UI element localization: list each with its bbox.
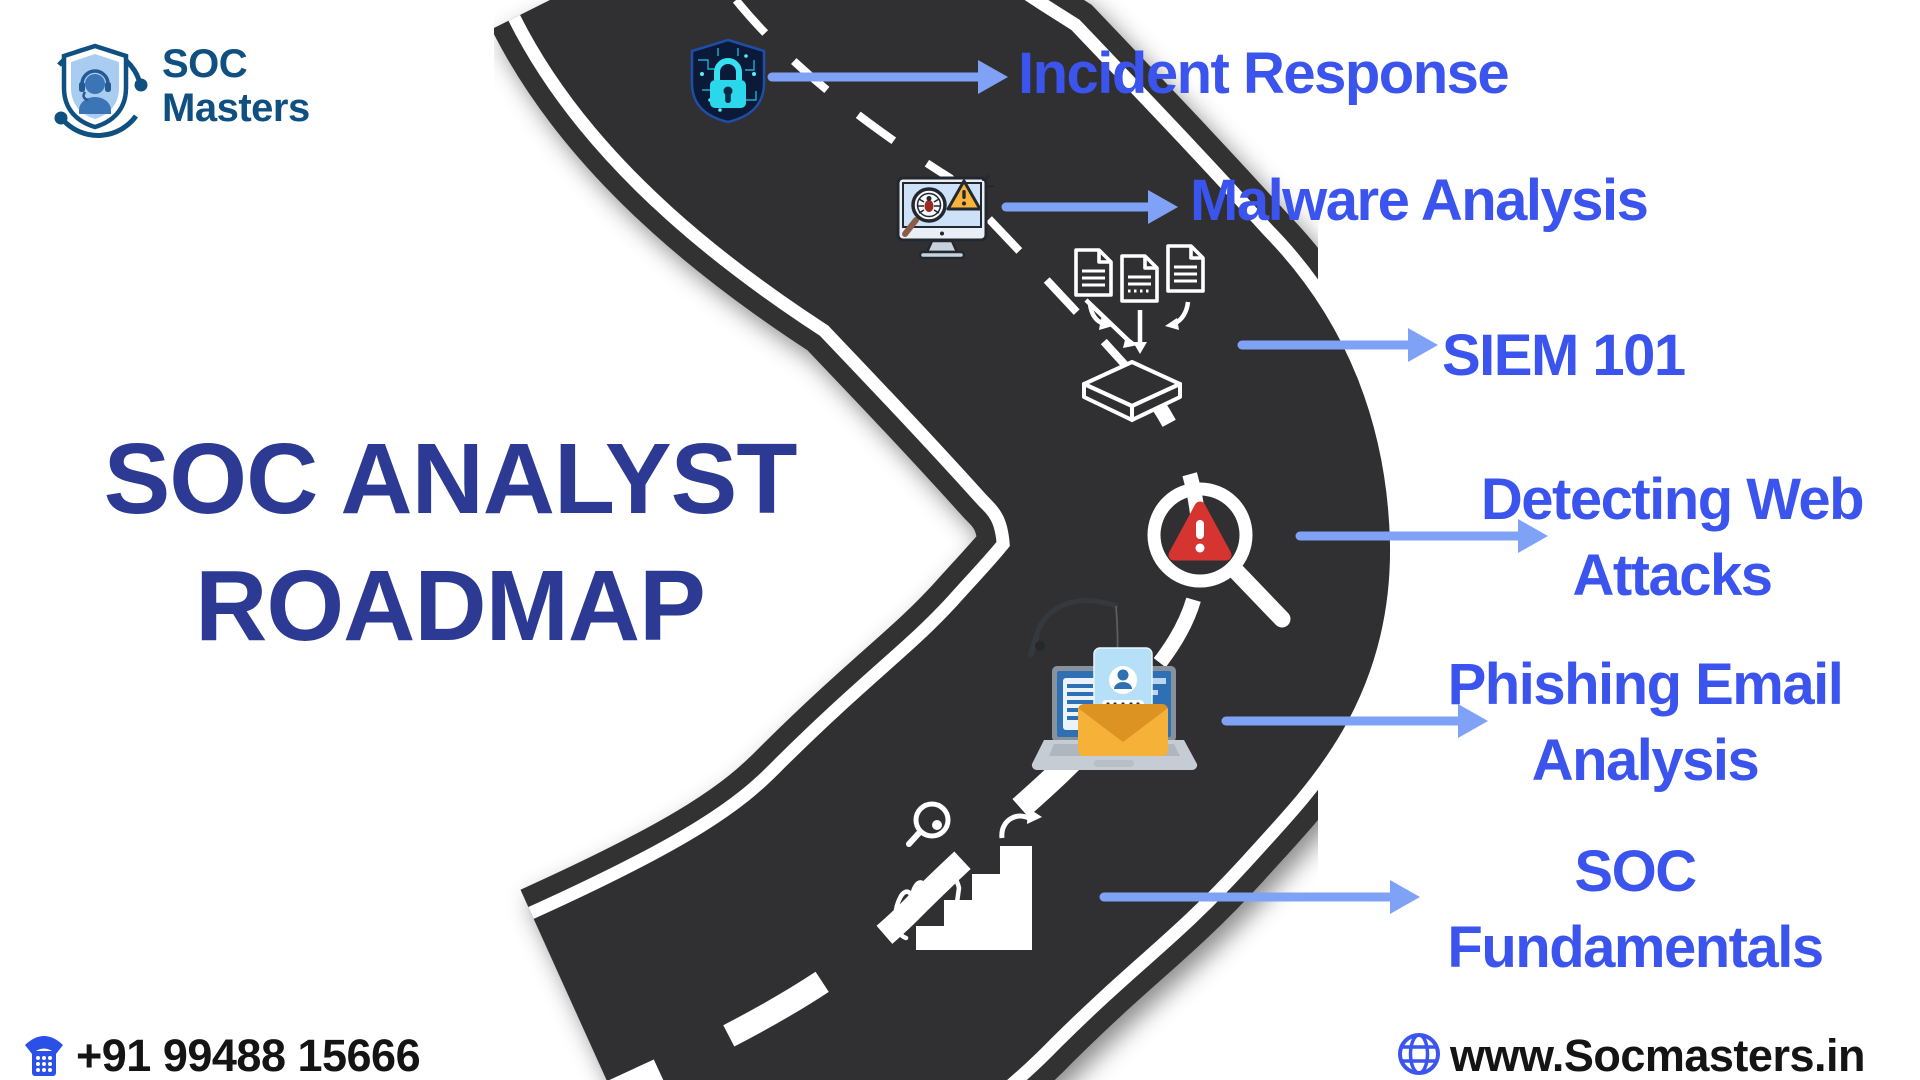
magnifier-alert-icon (1147, 482, 1291, 628)
label-line: Phishing Email (1447, 652, 1844, 717)
label-incident-response: Incident Response (1018, 41, 1510, 106)
brand-logo-icon (54, 43, 148, 138)
label-line: Detecting Web (1480, 467, 1865, 532)
globe-icon (1398, 1033, 1440, 1075)
footer-phone: +91 99488 15666 (76, 1030, 421, 1080)
footer-website: www.Socmasters.in (1450, 1030, 1865, 1080)
arrow-siem-101 (1237, 328, 1438, 362)
monitor-bug-icon (896, 175, 994, 260)
page-title: SOC ANALYST ROADMAP (55, 416, 845, 670)
page-title-line2: ROADMAP (195, 550, 706, 662)
arrow-phishing-email-analysis (1221, 704, 1488, 738)
phishing-laptop-icon (1028, 598, 1198, 771)
connector-arrows (767, 60, 1548, 914)
phone-icon (25, 1036, 63, 1076)
brand-name-line1: SOC (162, 42, 248, 86)
arrow-malware-analysis (1001, 190, 1178, 224)
road-centerline-dashes (609, 0, 1208, 1080)
brand-name: SOC Masters (162, 42, 310, 130)
arrow-detecting-web-attacks (1295, 519, 1548, 553)
label-line: SOC (1574, 839, 1697, 904)
stairs-growth-icon (893, 801, 1042, 950)
label-line: Analysis (1531, 728, 1760, 793)
log-collection-icon (1074, 244, 1205, 422)
shield-lock-icon (690, 38, 766, 124)
label-detecting-web-attacks: Detecting Web Attacks (1432, 462, 1912, 614)
arrow-incident-response (767, 60, 1008, 94)
label-malware-analysis: Malware Analysis (1190, 168, 1649, 233)
brand-name-line2: Masters (162, 86, 310, 130)
label-line: Fundamentals (1447, 915, 1824, 980)
label-line: Attacks (1572, 543, 1773, 608)
label-siem-101: SIEM 101 (1442, 323, 1686, 388)
label-soc-fundamentals: SOC Fundamentals (1395, 834, 1875, 986)
page-title-line1: SOC ANALYST (103, 423, 798, 535)
arrow-soc-fundamentals (1099, 880, 1420, 914)
label-phishing-email-analysis: Phishing Email Analysis (1405, 647, 1885, 799)
